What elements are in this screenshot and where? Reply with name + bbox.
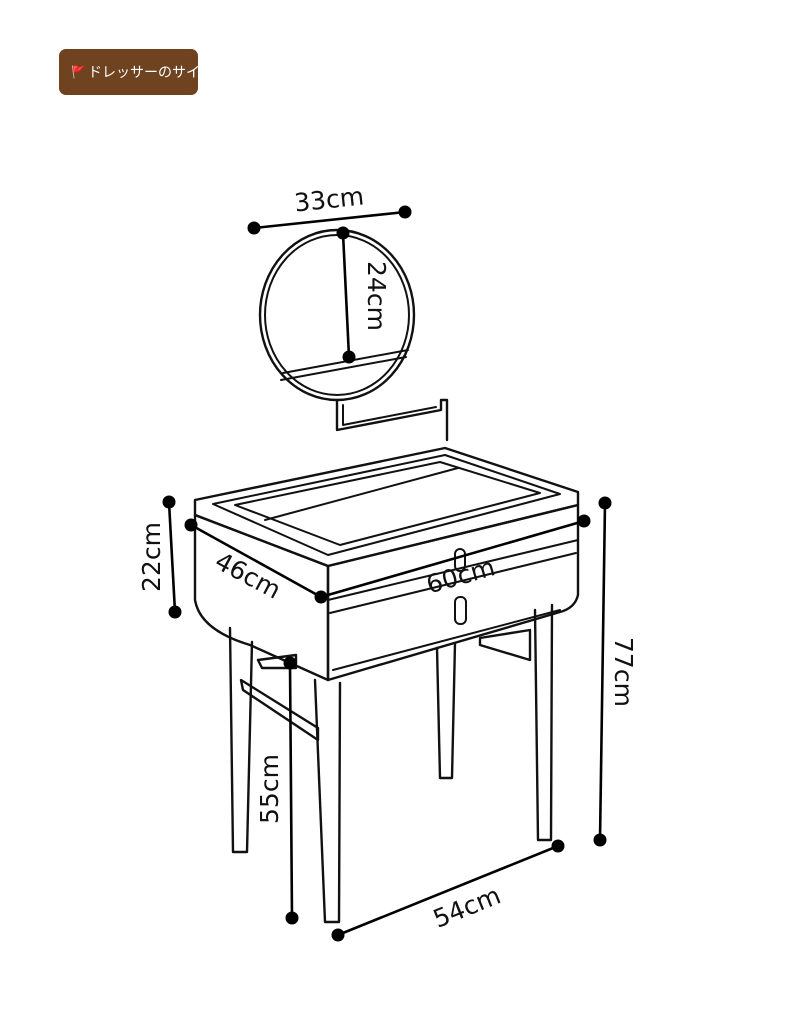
stretcher-left: [239, 678, 320, 742]
stretcher-block: [256, 653, 298, 670]
label-depth: 46cm: [210, 546, 285, 604]
dim-line-width: [319, 519, 586, 599]
label-width: 60cm: [423, 552, 498, 599]
leg-back-left: [228, 626, 254, 854]
drawer-split-line: [327, 539, 579, 601]
mirror-stand: [335, 398, 449, 442]
label-mirror-width: 33cm: [293, 181, 366, 217]
tabletop-outline: [193, 446, 580, 568]
dim-line-drawer-height: [167, 500, 177, 614]
dim-dot: [398, 205, 412, 219]
mirror: [258, 228, 449, 442]
leg-front-left: [313, 678, 342, 924]
dim-line-seat-height: [288, 661, 294, 920]
dim-dot: [577, 514, 591, 528]
dim-dot: [342, 350, 356, 364]
label-leg-span: 54cm: [429, 881, 505, 934]
dimension-lines: [162, 205, 612, 942]
lower-drawer-handle: [454, 596, 467, 625]
upper-drawer-handle: [454, 548, 466, 572]
legs: [228, 603, 554, 924]
tray-recess: [234, 461, 541, 546]
dim-dot: [247, 221, 261, 235]
dim-dot: [551, 839, 565, 853]
tray-divider: [264, 467, 459, 521]
title-badge: 🚩 ドレッサーのサイズ: [59, 49, 198, 95]
dim-dot: [593, 833, 607, 847]
label-total-height: 77cm: [609, 637, 638, 707]
stretcher-right: [478, 628, 532, 662]
dim-line-mirror-height: [341, 231, 351, 359]
leg-back-right: [435, 641, 457, 780]
label-mirror-height: 24cm: [362, 261, 391, 331]
drawer-split-line-2: [329, 552, 577, 614]
label-drawer-height: 22cm: [137, 522, 166, 592]
dim-dot: [285, 911, 299, 925]
drawer-bottom-line: [332, 609, 561, 671]
dim-dot: [598, 496, 612, 510]
dim-line-mirror-width: [252, 210, 407, 230]
badge-text: ドレッサーのサイズ: [87, 65, 198, 81]
furniture-icon: 🚩: [71, 65, 86, 79]
leg-front-right: [533, 603, 554, 842]
tabletop: [193, 446, 580, 568]
mirror-stand-inner: [342, 404, 437, 426]
dim-dot: [336, 226, 350, 240]
dim-line-leg-span: [336, 844, 560, 937]
dimension-labels: 33cm 24cm 22cm 46cm 60cm 77cm 55cm 54cm: [137, 181, 638, 933]
dim-dot: [283, 656, 297, 670]
dim-line-total-height: [598, 501, 607, 842]
dim-dot: [162, 495, 176, 509]
label-seat-height: 55cm: [255, 754, 284, 824]
cabinet-front-panel: [326, 503, 580, 682]
dim-line-depth: [189, 523, 323, 599]
dim-dot: [184, 518, 198, 532]
dim-dot: [331, 928, 345, 942]
dim-dot: [168, 605, 182, 619]
tabletop-inner-edge: [212, 454, 561, 556]
